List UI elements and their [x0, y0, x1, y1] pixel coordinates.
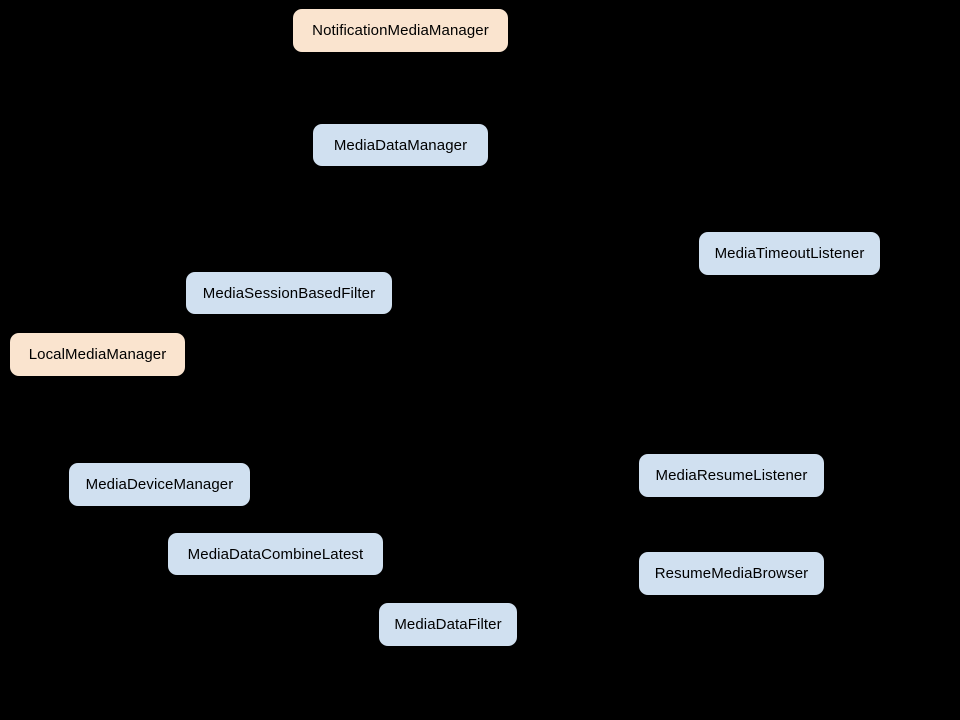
node-media-data-manager[interactable]: MediaDataManager — [313, 124, 488, 166]
node-label: ResumeMediaBrowser — [654, 565, 809, 582]
node-label: MediaSessionBasedFilter — [202, 284, 376, 302]
node-label: MediaDataManager — [333, 136, 468, 154]
node-local-media-manager[interactable]: LocalMediaManager — [10, 333, 185, 376]
node-media-device-manager[interactable]: MediaDeviceManager — [69, 463, 250, 506]
node-label: LocalMediaManager — [28, 346, 167, 363]
node-notification-media-manager[interactable]: NotificationMediaManager — [293, 9, 508, 52]
node-media-timeout-listener[interactable]: MediaTimeoutListener — [699, 232, 880, 275]
node-label: MediaDataFilter — [394, 616, 502, 633]
node-media-data-combine-latest[interactable]: MediaDataCombineLatest — [168, 533, 383, 575]
node-label: MediaTimeoutListener — [714, 245, 865, 262]
node-label: NotificationMediaManager — [312, 22, 489, 39]
node-resume-media-browser[interactable]: ResumeMediaBrowser — [639, 552, 824, 595]
node-label: MediaDeviceManager — [85, 476, 234, 493]
node-label: MediaDataCombineLatest — [187, 545, 364, 563]
node-media-session-based-filter[interactable]: MediaSessionBasedFilter — [186, 272, 392, 314]
node-media-resume-listener[interactable]: MediaResumeListener — [639, 454, 824, 497]
node-label: MediaResumeListener — [655, 467, 808, 484]
node-media-data-filter[interactable]: MediaDataFilter — [379, 603, 517, 646]
